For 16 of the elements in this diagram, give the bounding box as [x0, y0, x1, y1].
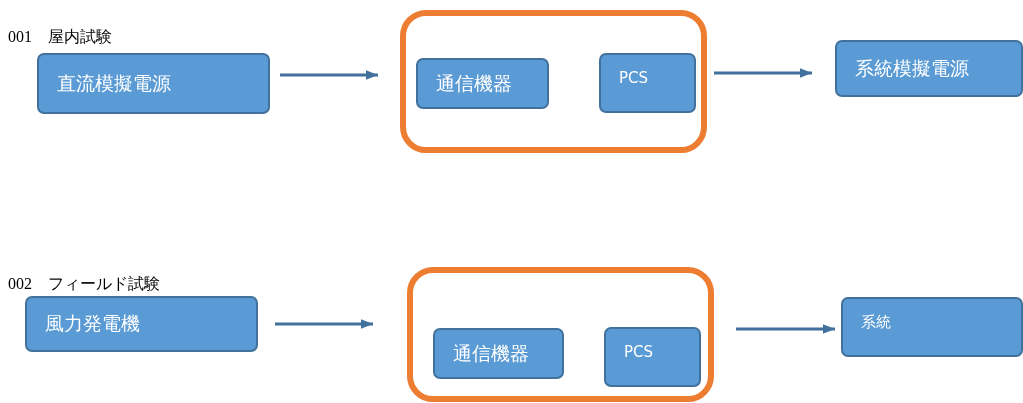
process-box: 系統 [841, 297, 1023, 357]
process-box: PCS [599, 53, 696, 113]
process-box: 直流模擬電源 [37, 53, 270, 114]
process-box: PCS [604, 327, 701, 387]
process-box: 風力発電機 [25, 296, 258, 352]
group-frame [407, 267, 714, 402]
section-heading: 002 フィールド試験 [8, 274, 160, 294]
section-heading: 001 屋内試験 [8, 27, 112, 47]
process-box: 系統模擬電源 [835, 40, 1023, 97]
process-box: 通信機器 [433, 328, 564, 379]
group-frame [400, 10, 707, 153]
arrow [714, 68, 812, 78]
arrow [736, 324, 835, 334]
process-box: 通信機器 [416, 58, 549, 109]
arrow [280, 70, 378, 80]
arrow [275, 319, 373, 329]
